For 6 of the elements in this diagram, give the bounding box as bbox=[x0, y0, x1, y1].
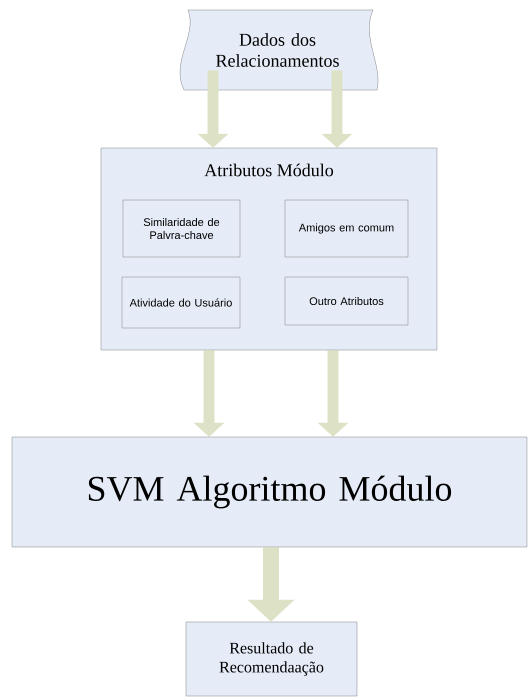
process-box: Resultado de Recomendaação bbox=[186, 622, 358, 696]
attribute-box: Atividade do Usuário bbox=[122, 276, 240, 328]
attribute-box: Similaridade de Palvra-chave bbox=[122, 200, 240, 258]
attribute-box: Amigos em comum bbox=[284, 200, 408, 258]
process-box: SVM Algoritmo Módulo bbox=[12, 436, 528, 548]
attribute-box: Outro Atributos bbox=[284, 276, 408, 326]
